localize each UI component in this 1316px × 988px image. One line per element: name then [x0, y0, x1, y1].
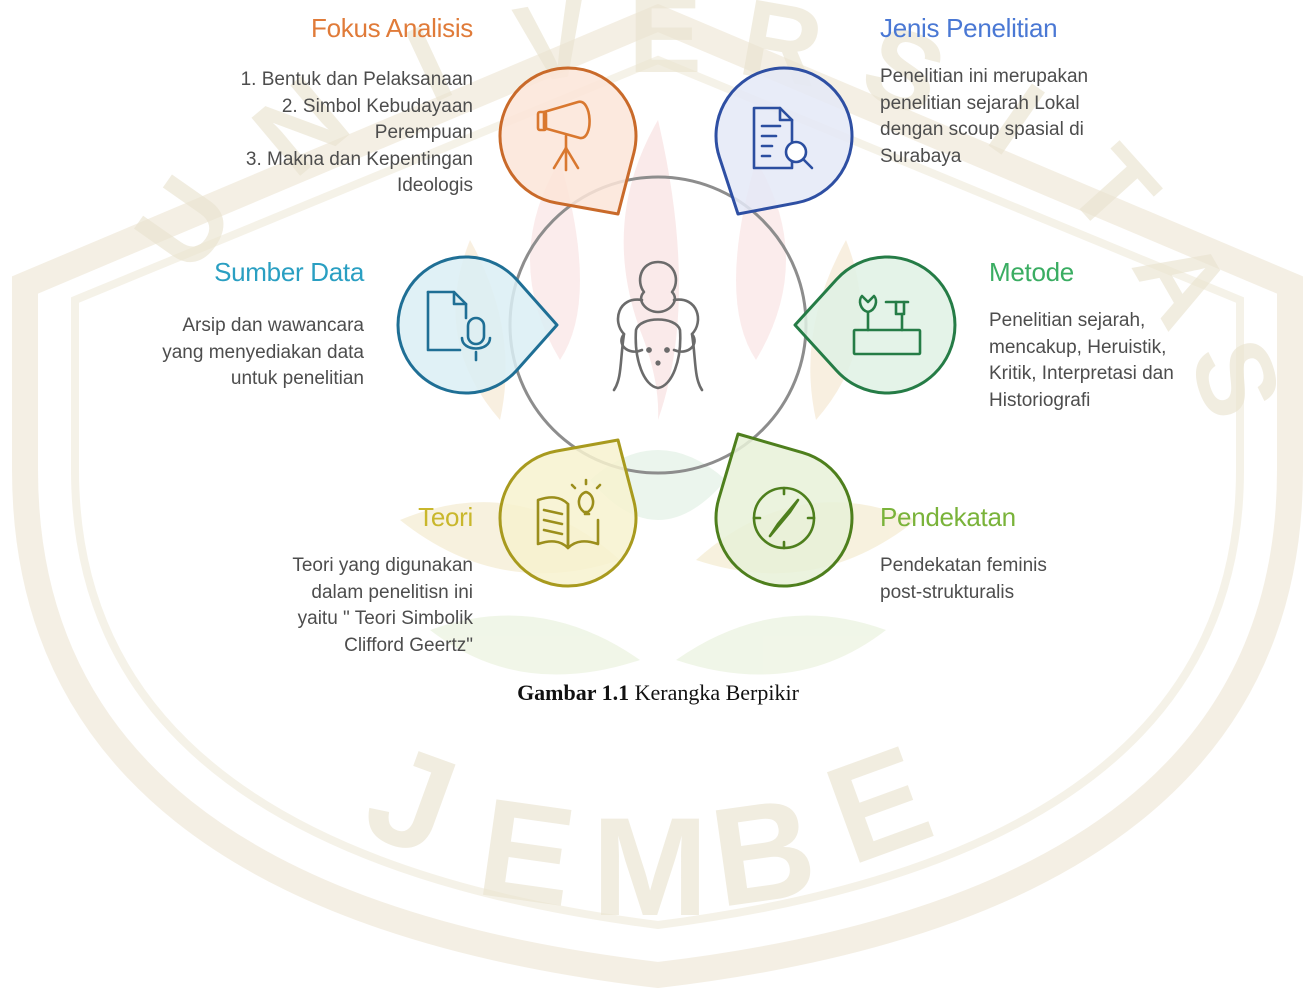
pendekatan-text: Pendekatan feminis post-strukturalis [880, 553, 1140, 606]
text-line: untuk penelitian [230, 368, 364, 389]
petal-jenis-penelitian [714, 66, 854, 216]
sumber-data-title: Sumber Data [214, 257, 364, 287]
text-line: Historiografi [989, 389, 1091, 411]
watermark-letter: E [628, 0, 701, 96]
audio-file-icon [426, 290, 492, 362]
text-line: penelitian sejarah Lokal [880, 92, 1080, 114]
document-search-icon [752, 106, 814, 170]
text-line: Clifford Geertz" [344, 634, 473, 656]
figure-caption: Gambar 1.1 Kerangka Berpikir [0, 680, 1316, 706]
jenis-penelitian-text: Penelitian ini merupakan penelitian seja… [880, 64, 1180, 170]
text-line: 1. Bentuk dan Pelaksanaan [240, 69, 473, 90]
compass-icon [752, 486, 816, 550]
telescope-icon [536, 100, 591, 172]
text-line: mencakup, Heruistik, [989, 336, 1167, 358]
text-line: Pendekatan feminis [880, 555, 1047, 576]
text-line: 3. Makna dan Kepentingan [245, 148, 473, 170]
toolbox-icon [852, 294, 922, 356]
pendekatan-title: Pendekatan [880, 502, 1016, 532]
text-line: post-strukturalis [880, 581, 1015, 603]
petal-fokus-analisis [498, 66, 638, 216]
petal-sumber-data [396, 255, 559, 395]
sumber-data-text: Arsip dan wawancara yang menyediakan dat… [110, 313, 364, 393]
book-lightbulb-icon [536, 478, 602, 550]
woman-face-icon [612, 260, 704, 392]
fokus-analisis-text: 1. Bentuk dan Pelaksanaan 2. Simbol Kebu… [180, 67, 473, 200]
fokus-analisis-title: Fokus Analisis [311, 13, 473, 43]
text-line: Surabaya [880, 145, 962, 167]
petal-pendekatan [714, 432, 854, 588]
text-line: Kritik, Interpretasi dan [989, 363, 1174, 384]
text-line: Penelitian sejarah, [989, 310, 1146, 331]
watermark-letter: E [470, 768, 584, 936]
teori-text: Teori yang digunakan dalam penelitisn in… [200, 553, 473, 659]
text-line: dalam penelitisn ini [311, 581, 473, 603]
teori-title: Teori [418, 502, 473, 532]
text-line: Teori yang digunakan [292, 555, 473, 576]
petal-metode [793, 255, 957, 395]
text-line: 2. Simbol Kebudayaan [281, 95, 473, 117]
metode-title: Metode [989, 257, 1074, 287]
text-line: dengan scoup spasial di [880, 119, 1084, 140]
text-line: Arsip dan wawancara [182, 315, 364, 336]
text-line: yaitu " Teori Simbolik [297, 608, 473, 629]
text-line: Penelitian ini merupakan [880, 66, 1089, 87]
text-line: yang menyediakan data [162, 341, 364, 363]
caption-label: Gambar 1.1 [517, 680, 630, 705]
caption-text: Kerangka Berpikir [634, 680, 799, 705]
watermark-letter: B [702, 767, 824, 937]
text-line: Perempuan [374, 122, 473, 143]
text-line: Ideologis [396, 175, 473, 196]
metode-text: Penelitian sejarah, mencakup, Heruistik,… [989, 308, 1249, 414]
watermark-letter: M [592, 788, 709, 945]
jenis-penelitian-title: Jenis Penelitian [880, 13, 1058, 43]
